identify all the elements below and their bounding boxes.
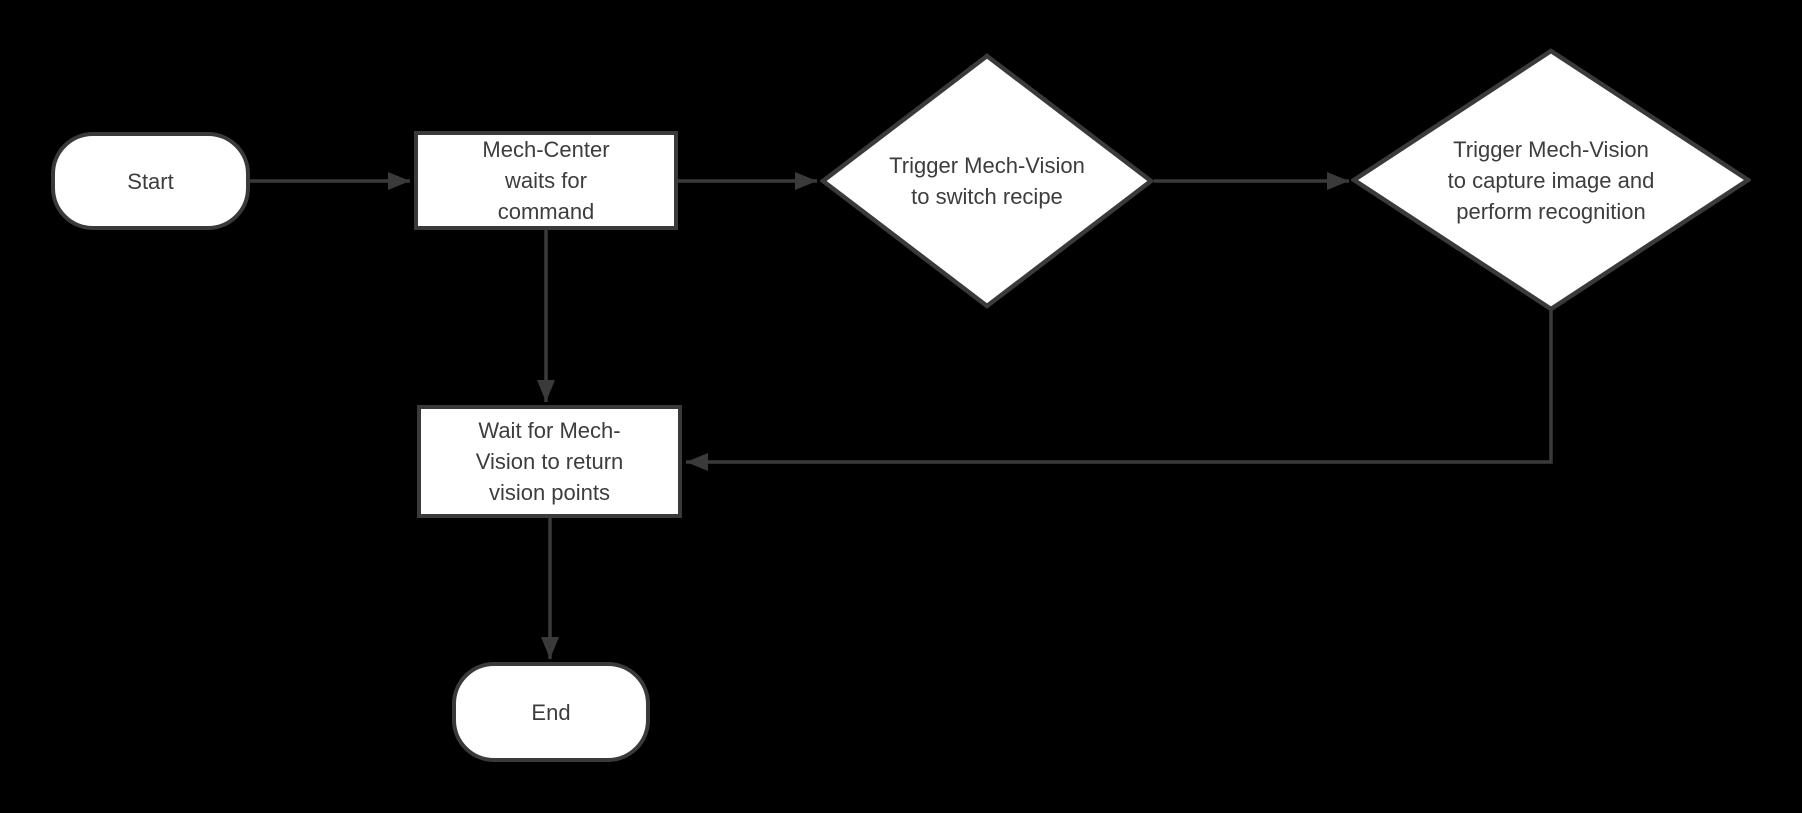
node-start-text: Start	[127, 168, 174, 194]
node-start-label: Start	[127, 166, 173, 197]
node-capture-image-label: Trigger Mech-Vision to capture image and…	[1448, 134, 1655, 227]
node-end: End	[452, 662, 650, 762]
node-start: Start	[51, 132, 250, 230]
node-end-text: End	[531, 699, 571, 725]
node-capture-image-line2: to capture image and	[1447, 167, 1655, 193]
node-capture-image-line3: perform recognition	[1456, 198, 1646, 224]
node-wait-vision-points-line1: Wait for Mech-	[478, 418, 621, 443]
node-end-label: End	[531, 697, 570, 728]
node-mech-center-waits-line3: command	[497, 199, 595, 224]
diamond-shape-icon	[1351, 48, 1751, 312]
node-wait-vision-points-line3: vision points	[488, 480, 611, 505]
node-wait-vision-points-label: Wait for Mech- Vision to return vision p…	[476, 415, 624, 508]
node-switch-recipe-line1: Trigger Mech-Vision	[889, 153, 1085, 178]
node-capture-image: Trigger Mech-Vision to capture image and…	[1351, 48, 1751, 312]
node-mech-center-waits: Mech-Center waits for command	[414, 131, 678, 230]
diamond-shape-icon	[820, 53, 1154, 309]
node-mech-center-waits-line1: Mech-Center	[482, 137, 610, 162]
node-mech-center-waits-line2: waits for	[505, 168, 587, 193]
edge-capture-image-to-wait-points	[686, 309, 1553, 471]
node-switch-recipe-label: Trigger Mech-Vision to switch recipe	[889, 150, 1085, 212]
node-wait-vision-points-line2: Vision to return	[475, 449, 624, 474]
node-mech-center-waits-label: Mech-Center waits for command	[482, 134, 609, 227]
node-switch-recipe: Trigger Mech-Vision to switch recipe	[820, 53, 1154, 309]
node-switch-recipe-line2: to switch recipe	[911, 184, 1063, 209]
node-wait-vision-points: Wait for Mech- Vision to return vision p…	[417, 405, 682, 518]
node-capture-image-line1: Trigger Mech-Vision	[1453, 136, 1649, 162]
